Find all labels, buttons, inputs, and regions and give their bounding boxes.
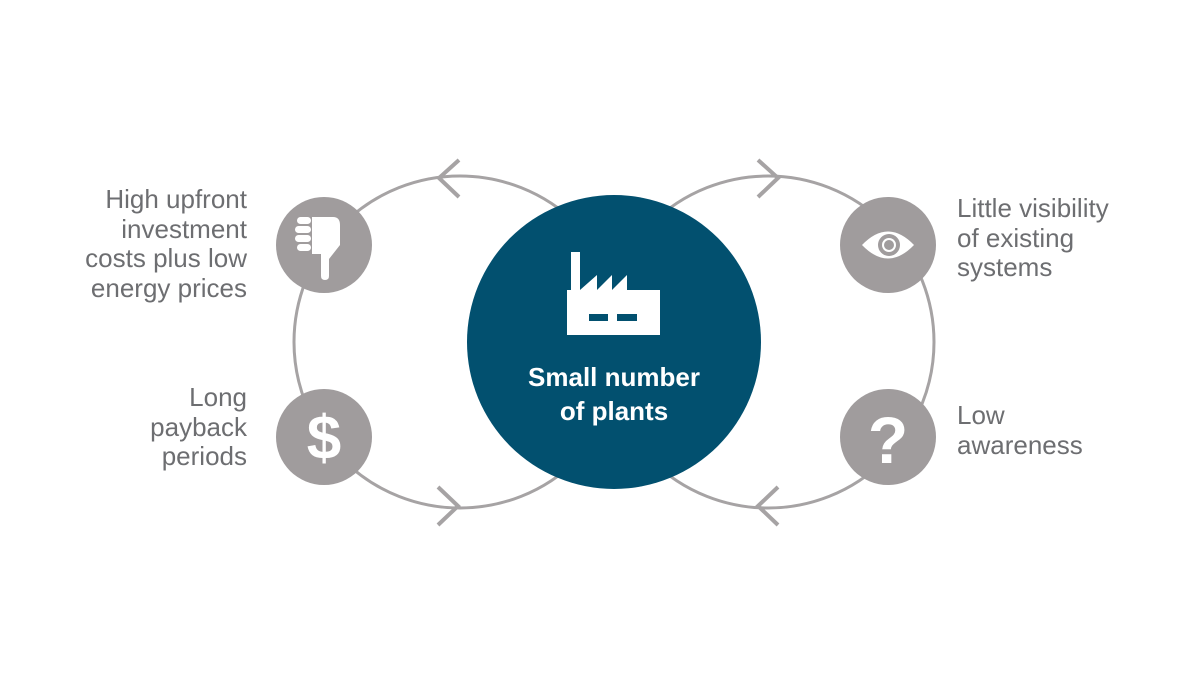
factory-icon [567,252,660,335]
arrow-right-bottom-icon [755,485,780,527]
question-circle [840,389,936,485]
dollar-icon: $ [307,404,341,473]
question-mark-icon: ? [868,403,908,477]
label-line: High upfront [105,184,247,214]
eye-icon [862,231,914,259]
factor-label-payback: Long payback periods [150,382,247,472]
label-line: costs plus low [85,243,247,273]
label-line: Long [189,382,247,412]
arrow-right-top-icon [756,158,781,199]
label-line: Little visibility [957,193,1109,223]
arrow-left-top-icon [436,158,461,199]
dollar-circle [276,389,372,485]
label-line: Low [957,400,1005,430]
arrow-left-bottom-icon [436,485,461,527]
center-circle [467,195,761,489]
label-line: systems [957,252,1053,282]
center-label-line: Small number [528,362,700,392]
center-label-line: of plants [559,396,669,426]
factor-label-visibility: Little visibility of existing systems [957,193,1109,283]
label-line: periods [161,441,247,471]
label-line: awareness [957,429,1083,460]
label-line: of existing [957,222,1075,253]
thumbs-down-icon [295,217,340,280]
label-line: investment [121,213,247,244]
factor-label-upfront-costs: High upfront investment costs plus low e… [85,184,247,303]
label-line: payback [150,411,247,442]
label-line: energy prices [90,272,247,303]
factor-label-awareness: Low awareness [957,400,1083,460]
center-label: Small number of plants [468,360,760,428]
